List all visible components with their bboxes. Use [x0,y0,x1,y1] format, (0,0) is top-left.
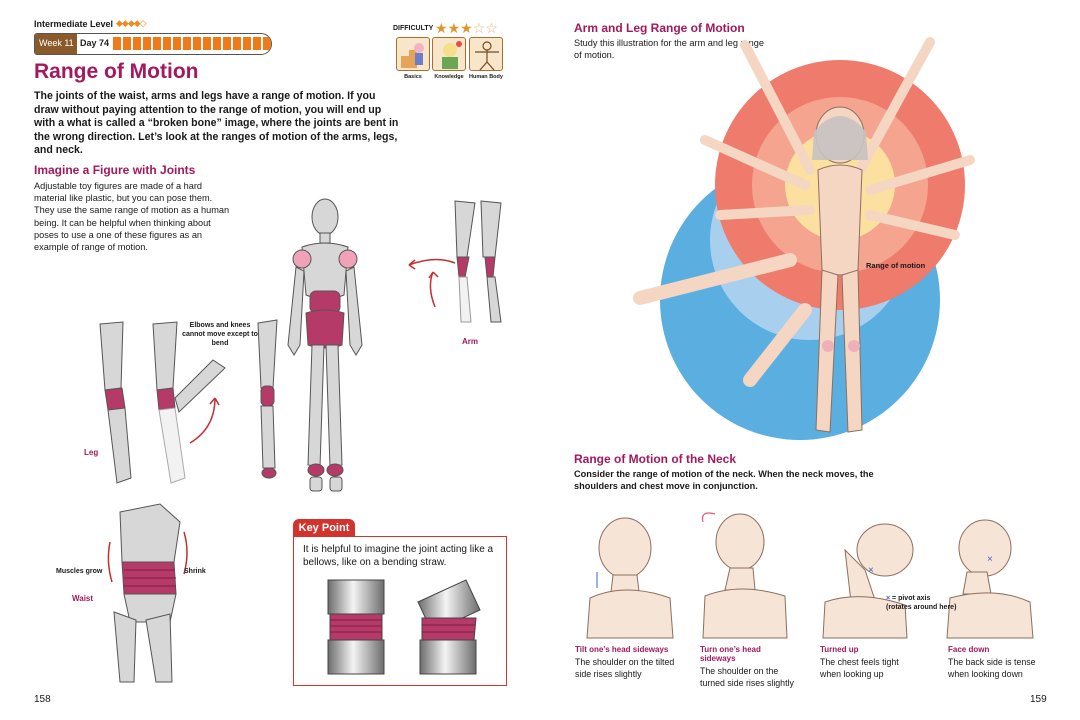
badge-label-basics: Basics [404,74,422,80]
key-point-box [293,536,507,686]
page-number-right: 159 [1030,694,1047,705]
range-of-motion-label: Range of motion [866,261,926,270]
progress-cell [203,37,211,50]
neck-pose-tilt [586,517,674,639]
progress-cell [233,37,241,50]
arm-pieces-illustration [408,200,502,323]
neck-caption-turn: Turn one’s head sideways [700,645,761,663]
waist-torso-illustration [107,503,188,683]
neck-text: Consider the range of motion of the neck… [574,469,874,492]
elbows-knees-note: Elbows and knees cannot move except to b… [182,322,258,347]
neck-heading: Range of Motion of the Neck [574,452,736,466]
star-empty-icon: ☆ [472,20,486,36]
neck-desc-tilt: The shoulder on the tilted side rises sl… [575,657,675,679]
arm-leg-heading: Arm and Leg Range of Motion [574,21,745,35]
joints-text: Adjustable toy figures are made of a har… [34,181,230,253]
neck-desc-up: The chest feels tight when looking up [820,657,899,679]
basics-badge-icon [396,37,430,71]
star-empty-icon: ☆ [485,20,498,36]
badge-label-knowledge: Knowledge [434,74,464,80]
page-number-left: 158 [34,694,51,705]
neck-caption-tilt: Tilt one’s head sideways [575,645,669,654]
bending-straw-illustration [327,579,481,675]
progress-cell [253,37,261,50]
neck-pose-up: × [822,523,914,639]
progress-cell [223,37,231,50]
progress-cell [193,37,201,50]
muscles-grow-label: Muscles grow [56,568,103,575]
level-diamonds: ◆◆◆◆◇ [116,18,147,28]
neck-pose-turn [701,512,788,639]
arm-leg-text: Study this illustration for the arm and … [574,38,764,61]
difficulty-label: DIFFICULTY [393,25,434,32]
progress-cell [263,37,271,50]
joints-heading: Imagine a Figure with Joints [34,163,196,177]
week-label: Week 11 [35,34,77,54]
progress-cell [243,37,251,50]
progress-cells [113,37,271,50]
progress-cell [143,37,151,50]
neck-desc-turn: The shoulder on the turned side rises sl… [700,666,794,688]
progress-cell [123,37,131,50]
pivot-legend: × = pivot axis (rotates around here) [886,595,957,611]
knowledge-badge-icon [432,37,466,71]
arm-label: Arm [462,337,479,346]
neck-caption-up: Turned up [820,645,859,654]
neck-poses-illustration: × × [586,512,1034,639]
progress-cell [133,37,141,50]
progress-cell [163,37,171,50]
jointed-figure-illustration [287,198,363,492]
progress-cell [173,37,181,50]
key-point-tab: Key Point [293,519,355,537]
star-filled-icon: ★ [460,20,473,36]
progress-cell [153,37,161,50]
leg-pieces-illustration [99,321,226,484]
key-point-text: It is helpful to imagine the joint actin… [303,544,494,568]
neck-desc-down: The back side is tense when looking down [948,657,1036,679]
neck-caption-down: Face down [948,645,990,654]
shrink-label: Shrink [184,568,206,575]
human-body-badge-icon [469,37,503,71]
day-label: Day 74 [77,34,113,54]
progress-bar: Week 11 Day 74 [34,33,272,55]
star-filled-icon: ★ [447,20,461,36]
level-label: Intermediate Level [34,19,114,29]
svg-text:×: × [987,554,993,565]
loose-leg-piece-illustration [257,319,278,479]
neck-pose-down: × [946,519,1034,639]
pivot-x-icon: × [886,595,891,602]
waist-label: Waist [72,594,94,603]
badge-label-human-body: Human Body [469,74,503,80]
intro-text: The joints of the waist, arms and legs h… [34,90,399,156]
leg-label: Leg [84,448,99,457]
progress-cell [213,37,221,50]
star-filled-icon: ★ [435,20,448,36]
page-title: Range of Motion [34,60,199,83]
svg-text:×: × [868,565,874,576]
range-of-motion-figure-illustration [633,37,975,440]
progress-cell [113,37,121,50]
progress-cell [183,37,191,50]
difficulty-stars: ★★★☆☆ [435,20,498,38]
